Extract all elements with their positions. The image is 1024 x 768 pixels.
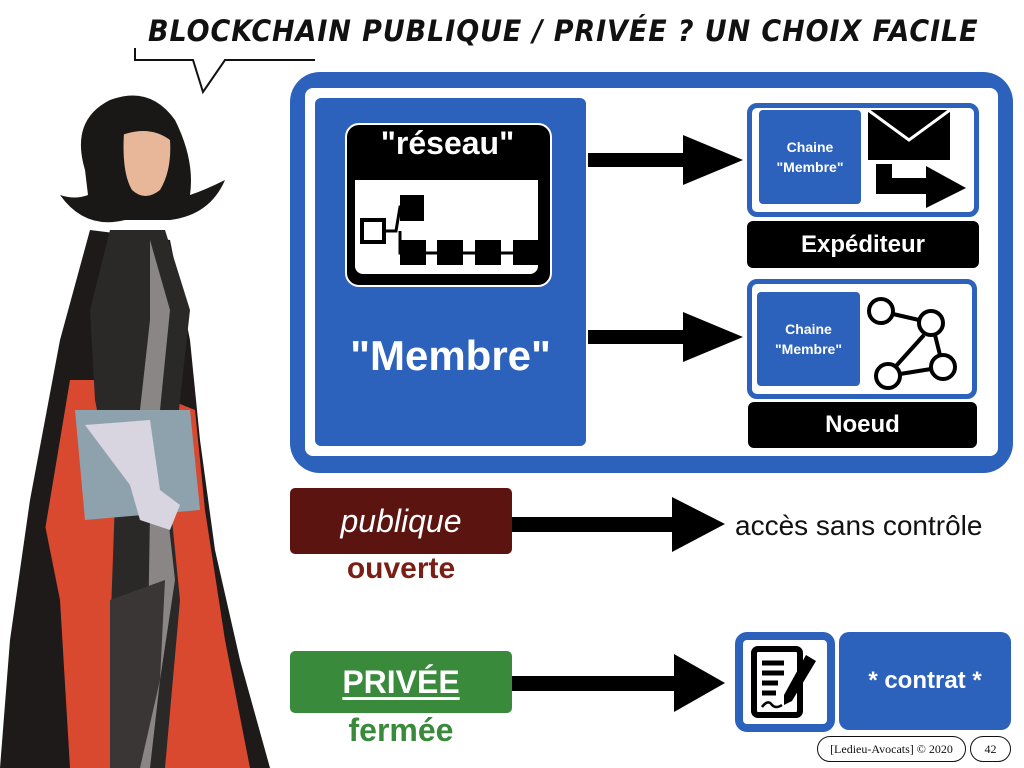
- slide-title: BLOCKCHAIN PUBLIQUE / PRIVÉE ? UN CHOIX …: [148, 14, 979, 48]
- page-number: 42: [970, 736, 1011, 762]
- contract-sign-icon: [751, 646, 816, 718]
- arrow-right-icon: [512, 497, 725, 552]
- footer-credit: [Ledieu-Avocats] © 2020: [817, 736, 966, 762]
- publique-label: publique: [340, 502, 462, 539]
- network-tree-icon: [360, 195, 539, 265]
- publique-result: accès sans contrôle: [735, 510, 983, 541]
- publique-box: publique: [290, 488, 512, 554]
- arrow-right-icon: [512, 654, 725, 712]
- noeud-label: Noeud: [748, 402, 977, 448]
- privee-label: PRIVÉE: [342, 663, 460, 700]
- chaine-line2: "Membre": [776, 159, 844, 175]
- node-graph-icon: [867, 297, 957, 390]
- character-illustration: [0, 95, 270, 768]
- ouverte-label: ouverte: [346, 552, 456, 585]
- contrat-box: * contrat *: [839, 632, 1011, 730]
- chaine-line1: Chaine: [786, 139, 834, 155]
- privee-box: PRIVÉE: [290, 651, 512, 713]
- chaine-membre-box: Chaine "Membre": [757, 292, 860, 386]
- arrow-right-icon: [588, 135, 743, 185]
- chaine-line1: Chaine: [785, 321, 832, 337]
- reseau-label: "réseau": [380, 125, 515, 161]
- chaine-line2: "Membre": [775, 341, 842, 357]
- speech-bubble-tail: [134, 48, 315, 95]
- envelope-send-icon: [867, 108, 966, 208]
- chaine-membre-box: Chaine "Membre": [759, 110, 861, 204]
- membre-label: "Membre": [350, 332, 551, 379]
- fermee-label: fermée: [348, 712, 454, 748]
- arrow-right-icon: [588, 312, 743, 362]
- expediteur-label: Expéditeur: [747, 221, 979, 268]
